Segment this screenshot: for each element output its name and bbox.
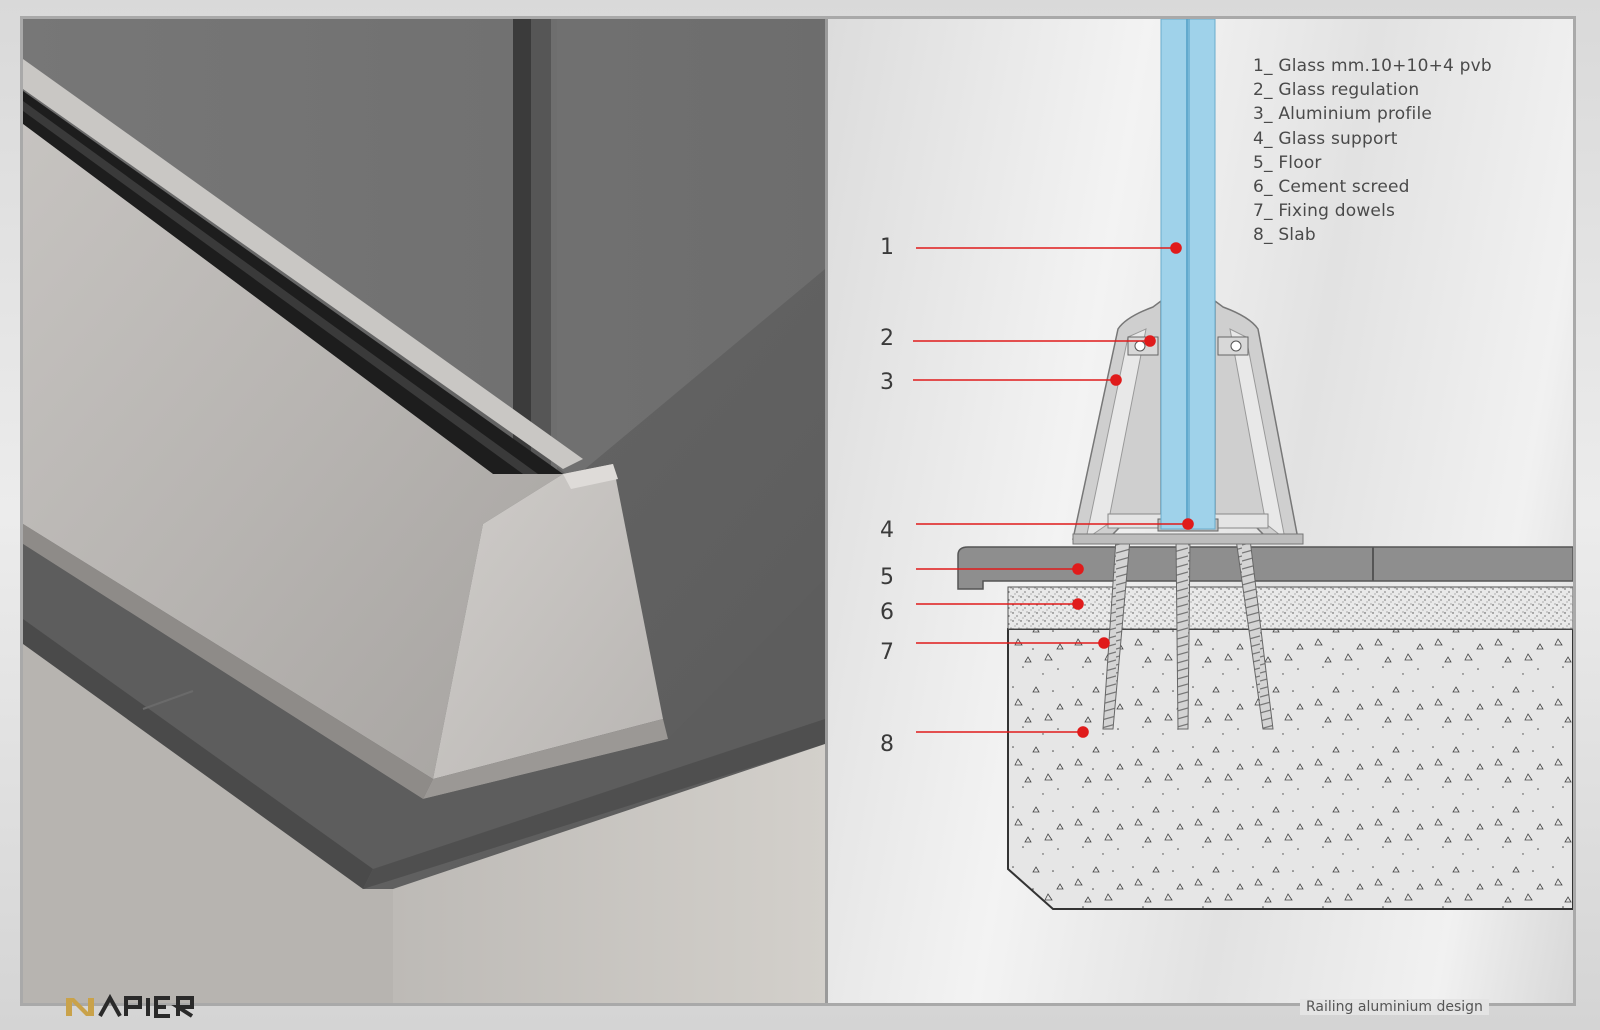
legend-item-cement-screed: 6_ Cement screed (1253, 176, 1410, 197)
legend-item-glass-regulation: 2_ Glass regulation (1253, 80, 1420, 101)
railing-render-image (23, 19, 825, 1003)
callout-label-6: 6 (880, 600, 894, 625)
callout-lines (913, 242, 1194, 738)
section-drawing-panel (828, 19, 1573, 1003)
footer-rule-left (20, 1004, 60, 1006)
footer-caption: Railing aluminium design (1300, 999, 1489, 1015)
railing-render (23, 19, 825, 1003)
callout-dot-6 (1072, 598, 1084, 610)
callout-dot-4 (1182, 518, 1194, 530)
callout-label-7: 7 (880, 640, 894, 665)
napier-logo-icon (66, 994, 194, 1018)
figure-frame (20, 16, 1576, 1006)
legend-item-glass: 1_ Glass mm.10+10+4 pvb (1253, 56, 1492, 76)
legend: 1_ Glass mm.10+10+4 pvb 2_ Glass regulat… (1253, 54, 1492, 248)
legend-item-slab: 8_ Slab (1253, 225, 1316, 246)
callout-label-5: 5 (880, 565, 894, 590)
callout-dot-7 (1098, 637, 1110, 649)
legend-item-aluminium-profile: 3_ Aluminium profile (1253, 104, 1433, 125)
callout-label-4: 4 (880, 518, 894, 543)
section-drawing (957, 19, 1573, 910)
callout-label-1: 1 (880, 235, 894, 260)
callout-dot-2 (1144, 335, 1156, 347)
callout-label-3: 3 (880, 370, 894, 395)
callout-dot-8 (1077, 726, 1089, 738)
callout-dot-1 (1170, 242, 1182, 254)
callout-dot-3 (1110, 374, 1122, 386)
panel-divider (825, 19, 828, 1003)
brand-logo (66, 994, 216, 1018)
legend-item-floor: 5_ Floor (1253, 152, 1322, 173)
legend-item-glass-support: 4_ Glass support (1253, 128, 1398, 149)
callout-label-2: 2 (880, 326, 894, 351)
callout-label-8: 8 (880, 732, 894, 757)
callout-dot-5 (1072, 563, 1084, 575)
legend-item-fixing-dowels: 7_ Fixing dowels (1253, 201, 1396, 222)
